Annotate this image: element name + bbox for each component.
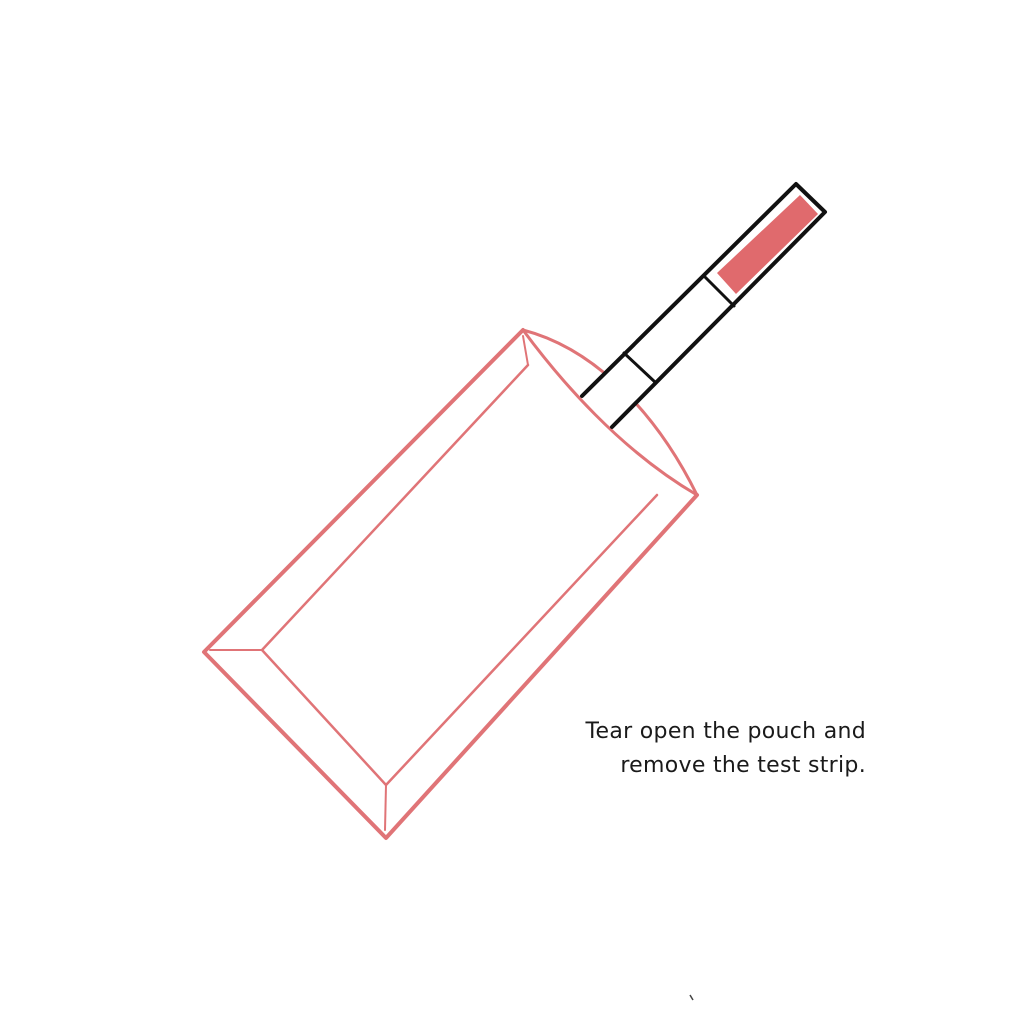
instruction-caption: Tear open the pouch and remove the test … <box>520 715 866 783</box>
foil-pouch-icon <box>202 328 699 840</box>
strip-divider-window <box>622 351 658 385</box>
strip-sample-pad <box>717 195 818 294</box>
pouch-seal-corner-top <box>522 335 529 366</box>
test-strip-icon <box>580 182 827 429</box>
pouch-seal-corner-bottom <box>384 784 387 831</box>
pouch-outer-edge <box>202 328 699 840</box>
pouch-mouth-front <box>521 328 699 497</box>
stray-mark <box>689 994 694 1001</box>
caption-line-2: remove the test strip. <box>620 753 866 778</box>
pouch-inner-seal <box>260 363 659 787</box>
caption-line-1: Tear open the pouch and <box>585 719 866 744</box>
strip-divider-pad <box>703 275 736 308</box>
